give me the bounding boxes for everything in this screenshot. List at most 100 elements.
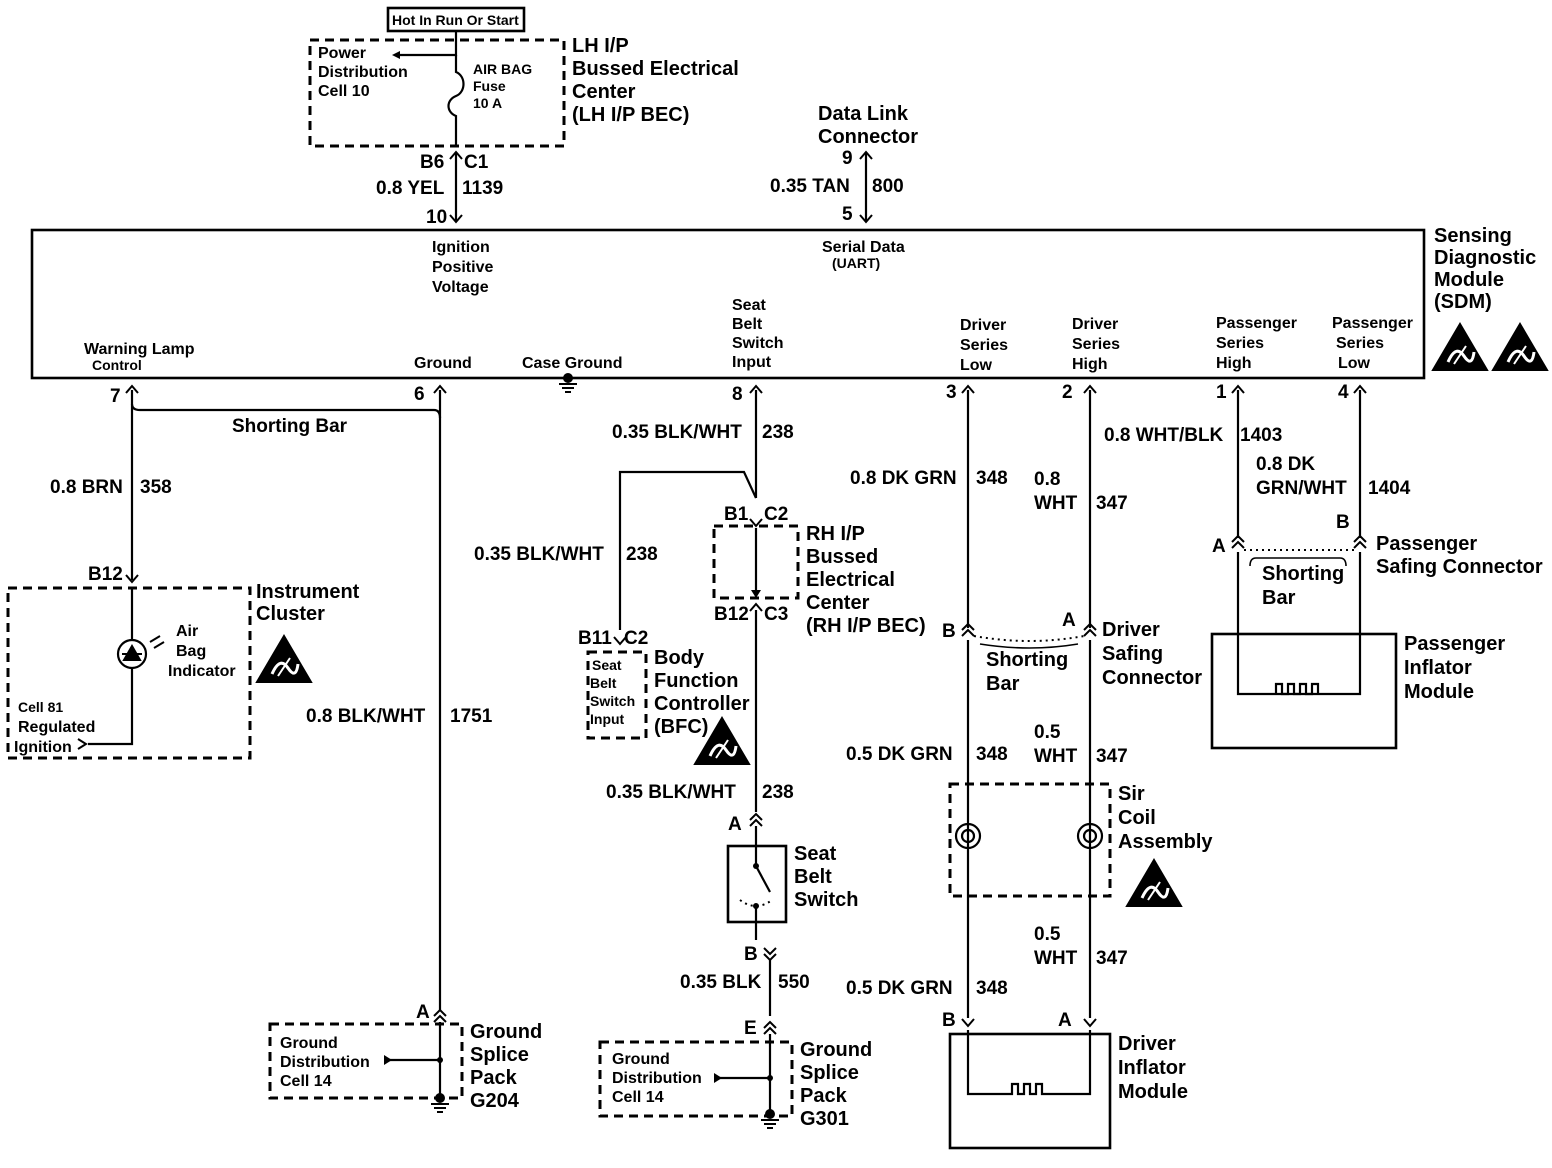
rh-pin-bottom: B12 — [714, 604, 749, 625]
dlc-pin-bottom: 5 — [842, 204, 853, 225]
psh-circuit: 1403 — [1240, 425, 1282, 446]
psh-gauge: 0.8 WHT/BLK — [1104, 425, 1224, 446]
g204-line-3: Pack — [470, 1067, 518, 1089]
bfc-input-4: Input — [590, 711, 625, 727]
dsh-circuit-3: 347 — [1096, 948, 1128, 969]
squib-icon — [1274, 682, 1320, 696]
pass-inflator-line-3: Module — [1404, 681, 1474, 703]
bfc-input-2: Belt — [590, 675, 617, 691]
dsh-label-1: Driver — [1072, 316, 1118, 333]
driver-inflator-line-3: Module — [1118, 1081, 1188, 1103]
cluster-line-2: Cluster — [256, 603, 325, 625]
bfc-input-3: Switch — [590, 693, 635, 709]
driver-safing-line-3: Connector — [1102, 667, 1202, 689]
ignition-pin: 10 — [426, 207, 447, 228]
psl-label-2: Series — [1336, 335, 1384, 352]
pass-safing-pin-a: A — [1212, 536, 1226, 557]
indicator-line-3: Indicator — [168, 663, 236, 680]
bfc-line-2: Function — [654, 670, 738, 692]
dlc-pin-top: 9 — [842, 148, 853, 169]
dsl-label-3: Low — [960, 357, 993, 374]
pin-7: 7 — [110, 386, 121, 407]
rh-line-5: (RH I/P BEC) — [806, 615, 926, 637]
esd-icon — [255, 634, 313, 684]
dlc-circuit: 800 — [872, 176, 904, 197]
lh-bec-line-1: LH I/P — [572, 35, 629, 57]
pin-2: 2 — [1062, 382, 1073, 403]
warning-label-1: Warning Lamp — [84, 341, 195, 358]
warning-lamp-circuit: Shorting Bar 0.8 BRN 358 — [50, 390, 442, 1010]
seatbelt-gauge-1: 0.35 BLK/WHT — [612, 422, 742, 443]
switch-line-2: Belt — [794, 866, 832, 888]
pin-3: 3 — [946, 382, 957, 403]
switch-gnd-circuit: 550 — [778, 972, 810, 993]
bfc-line-4: (BFC) — [654, 716, 708, 738]
psl-circuit: 1404 — [1368, 478, 1411, 499]
ign-label-2: Positive — [432, 259, 493, 276]
bfc-conn: C2 — [624, 628, 648, 649]
pass-bar-2: Bar — [1262, 587, 1296, 609]
dsh-gauge-3a: 0.5 — [1034, 924, 1061, 945]
dsl-label-2: Series — [960, 337, 1008, 354]
lh-bec-line-4: (LH I/P BEC) — [572, 104, 689, 126]
ground-gauge: 0.8 BLK/WHT — [306, 706, 426, 727]
pass-safing-pin-b: B — [1336, 512, 1350, 533]
dsl-circuit-2: 348 — [976, 744, 1008, 765]
psh-label-1: Passenger — [1216, 315, 1297, 332]
hot-in-run-label: Hot In Run Or Start — [392, 12, 519, 28]
ground-label: Ground — [414, 355, 472, 372]
g204-pin: A — [416, 1002, 430, 1023]
warning-circuit: 358 — [140, 477, 172, 498]
dsl-label-1: Driver — [960, 317, 1006, 334]
sdm-line-2: Diagnostic — [1434, 247, 1536, 269]
ground-icon — [760, 1108, 780, 1129]
driver-bar-2: Bar — [986, 673, 1020, 695]
g301-cell-3: Cell 14 — [612, 1089, 664, 1106]
warning-gauge: 0.8 BRN — [50, 477, 123, 498]
psl-gauge-2: GRN/WHT — [1256, 478, 1347, 499]
pass-safing-line-2: Safing Connector — [1376, 556, 1543, 578]
power-dist-line-1: Power — [318, 45, 366, 62]
dsh-gauge-1a: 0.8 — [1034, 469, 1060, 490]
driver-inflator-pin-b: B — [942, 1010, 956, 1031]
ignition-wire: 0.8 YEL 1139 10 — [376, 152, 503, 228]
g301-cell-1: Ground — [612, 1051, 670, 1068]
cluster-pin: B12 — [88, 564, 123, 585]
dlc-line-1: Data Link — [818, 103, 909, 125]
bfc-input-1: Seat — [592, 657, 622, 673]
g204-cell-3: Cell 14 — [280, 1073, 332, 1090]
g301-line-4: G301 — [800, 1108, 849, 1130]
coil-icon — [1076, 822, 1104, 850]
g301-cell-2: Distribution — [612, 1070, 702, 1087]
cell81-line-2: Regulated — [18, 719, 95, 736]
dsh-gauge-2b: WHT — [1034, 746, 1078, 767]
fuse-line-3: 10 A — [473, 95, 502, 111]
bfc-gauge: 0.35 BLK/WHT — [474, 544, 604, 565]
ign-label-1: Ignition — [432, 239, 490, 256]
g301-pin: E — [744, 1018, 757, 1039]
ignition-gauge: 0.8 YEL — [376, 178, 445, 199]
fuse-line-2: Fuse — [473, 78, 506, 94]
ign-label-3: Voltage — [432, 279, 489, 296]
pass-inflator-line-2: Inflator — [1404, 657, 1472, 679]
